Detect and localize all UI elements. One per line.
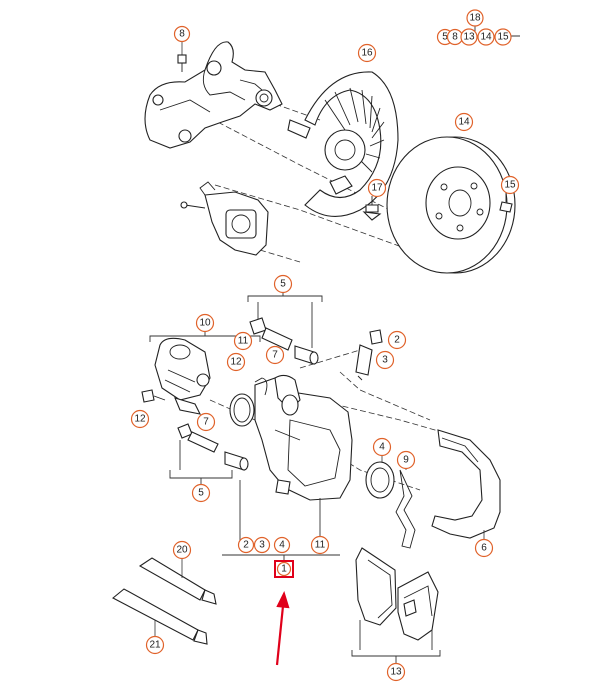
callout-7-top: 7 [265, 345, 285, 365]
svg-text:20: 20 [176, 545, 188, 556]
brake-disc [386, 136, 516, 274]
callout-8-group: 8 [446, 28, 464, 46]
svg-text:9: 9 [403, 455, 409, 466]
svg-text:21: 21 [149, 640, 161, 651]
svg-text:14: 14 [458, 117, 470, 128]
parking-brake-motor [154, 337, 211, 415]
callout-11-top: 11 [233, 331, 253, 351]
brake-pads [355, 547, 439, 641]
svg-text:2: 2 [243, 540, 249, 551]
svg-text:4: 4 [279, 540, 285, 551]
bolt-8 [177, 54, 187, 72]
bracket-5-bottom [169, 440, 233, 486]
svg-text:7: 7 [272, 350, 278, 361]
grease-tube-21 [112, 588, 208, 645]
callout-3-lower: 3 [253, 536, 271, 554]
svg-text:3: 3 [259, 540, 265, 551]
svg-text:1: 1 [281, 564, 287, 575]
upper-brake-caliper [180, 181, 269, 256]
svg-text:16: 16 [361, 48, 373, 59]
callout-17: 17 [367, 178, 387, 198]
callout-9: 9 [396, 450, 416, 470]
callout-4-lower: 4 [273, 536, 291, 554]
svg-text:5: 5 [198, 488, 204, 499]
svg-text:3: 3 [382, 355, 388, 366]
wheel-bearing-housing [144, 41, 283, 149]
callout-11-lower: 11 [310, 535, 330, 555]
callout-12-left: 12 [130, 409, 150, 429]
svg-text:11: 11 [238, 336, 249, 347]
main-brake-caliper [254, 374, 353, 501]
svg-text:4: 4 [379, 442, 385, 453]
svg-text:8: 8 [452, 32, 458, 43]
svg-text:5: 5 [442, 32, 448, 43]
callout-2: 2 [387, 330, 407, 350]
callout-8: 8 [173, 25, 191, 43]
guide-pin-top [249, 317, 319, 365]
callout-14-group: 14 [477, 28, 495, 46]
sealing-ring [229, 393, 255, 427]
svg-text:14: 14 [480, 32, 492, 43]
svg-text:15: 15 [497, 32, 509, 43]
svg-text:2: 2 [394, 335, 400, 346]
callout-18: 18 [466, 9, 484, 27]
callout-2-lower: 2 [237, 536, 255, 554]
guide-pin-lower [177, 423, 249, 471]
callout-13: 13 [386, 662, 406, 682]
svg-text:13: 13 [463, 32, 475, 43]
callout-20: 20 [172, 540, 192, 560]
svg-text:6: 6 [481, 543, 487, 554]
callout-15: 15 [500, 175, 520, 195]
callout-6: 6 [474, 538, 494, 558]
bolt-12 [141, 389, 166, 403]
grease-tube-20 [138, 557, 217, 605]
callout-4: 4 [372, 437, 392, 457]
spring-clip [395, 460, 416, 549]
callout-12-top: 12 [226, 352, 246, 372]
callout-5-top: 5 [273, 274, 293, 294]
svg-text:7: 7 [203, 417, 209, 428]
callout-10: 10 [195, 313, 215, 333]
svg-text:5: 5 [280, 279, 286, 290]
svg-text:10: 10 [199, 318, 211, 329]
bolt-17 [362, 196, 382, 221]
callout-16: 16 [357, 43, 377, 63]
callout-5-bottom: 5 [191, 483, 211, 503]
callout-14: 14 [454, 112, 474, 132]
callout-21: 21 [145, 635, 165, 655]
callout-15-group: 15 [494, 28, 512, 46]
svg-text:18: 18 [469, 13, 481, 24]
svg-text:12: 12 [230, 357, 242, 368]
piston-seal [365, 456, 395, 499]
screw-15 [499, 194, 513, 213]
svg-text:12: 12 [134, 414, 146, 425]
svg-text:13: 13 [390, 667, 402, 678]
svg-text:11: 11 [315, 540, 326, 551]
svg-text:17: 17 [371, 183, 383, 194]
callout-1: 1 [276, 561, 292, 577]
bleeder-valve [355, 329, 383, 381]
svg-text:8: 8 [179, 29, 185, 40]
callout-13-group: 13 [460, 28, 478, 46]
caliper-carrier [431, 429, 501, 540]
svg-text:15: 15 [504, 180, 516, 191]
callout-7-lower: 7 [196, 412, 216, 432]
callout-3: 3 [375, 350, 395, 370]
bracket-13 [351, 620, 441, 664]
red-arrow [275, 591, 290, 666]
